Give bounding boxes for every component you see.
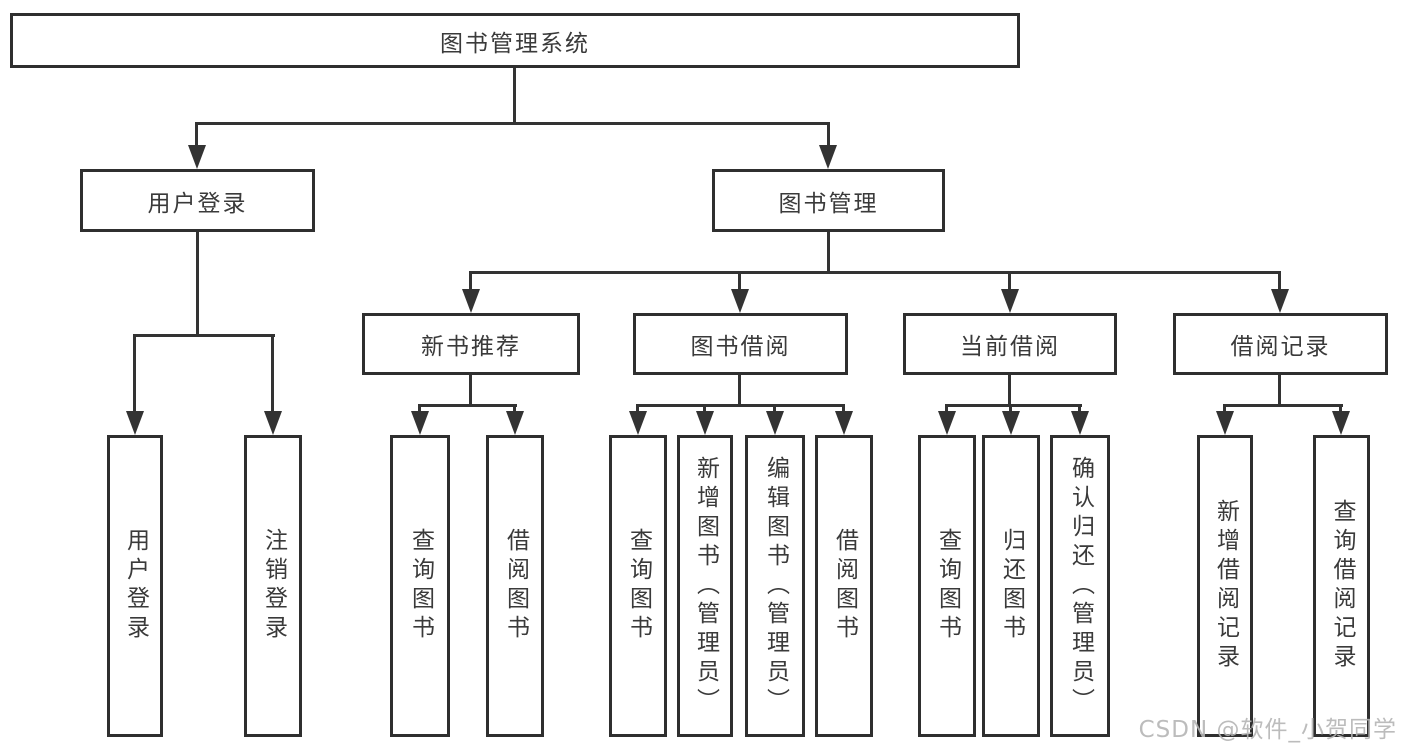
- connector-line: [133, 334, 275, 337]
- node-label: 用户登录: [147, 190, 248, 217]
- connector-line: [1339, 404, 1342, 413]
- leaf-logout-login: 注销登录: [244, 435, 302, 737]
- node-label: 查询图书: [934, 528, 961, 644]
- arrow-down-icon: [1071, 411, 1089, 435]
- connector-line: [1008, 271, 1011, 291]
- csdn-watermark: CSDN @软件_小贺同学: [1138, 717, 1397, 743]
- node-current-borrow: 当前借阅: [903, 313, 1117, 375]
- connector-line: [738, 375, 741, 406]
- arrow-down-icon: [938, 411, 956, 435]
- leaf-query-book-current: 查询图书: [918, 435, 976, 737]
- connector-line: [469, 271, 472, 291]
- node-new-book-recommend: 新书推荐: [362, 313, 580, 375]
- node-label: 查询图书: [407, 528, 434, 644]
- arrow-down-icon: [264, 411, 282, 435]
- arrow-down-icon: [188, 145, 206, 169]
- connector-line: [196, 232, 199, 336]
- leaf-borrow-book-recommend: 借阅图书: [486, 435, 544, 737]
- arrow-down-icon: [1001, 289, 1019, 313]
- node-root: 图书管理系统: [10, 13, 1020, 68]
- connector-line: [842, 404, 845, 413]
- node-label: 图书借阅: [690, 334, 791, 360]
- connector-line: [469, 375, 472, 406]
- connector-line: [1078, 404, 1081, 413]
- connector-line: [945, 404, 948, 413]
- arrow-down-icon: [1332, 411, 1350, 435]
- node-label: 归还图书: [998, 528, 1025, 644]
- connector-line: [133, 334, 136, 414]
- node-label: 注销登录: [260, 528, 287, 644]
- leaf-edit-book-admin: 编辑图书（管理员）: [745, 435, 805, 737]
- arrow-down-icon: [506, 411, 524, 435]
- node-label: 用户登录: [122, 528, 149, 644]
- connector-line: [773, 404, 776, 413]
- arrow-down-icon: [126, 411, 144, 435]
- node-label: 借阅记录: [1230, 334, 1331, 360]
- connector-line: [195, 122, 198, 148]
- connector-line: [703, 404, 706, 413]
- connector-line: [418, 404, 517, 407]
- arrow-down-icon: [1216, 411, 1234, 435]
- arrow-down-icon: [696, 411, 714, 435]
- connector-line: [469, 271, 1281, 274]
- node-label: 借阅图书: [502, 528, 529, 644]
- node-user-login: 用户登录: [80, 169, 315, 232]
- connector-line: [513, 68, 516, 124]
- connector-line: [195, 122, 830, 125]
- node-label: 图书管理: [778, 190, 879, 217]
- connector-line: [945, 404, 1082, 407]
- leaf-query-book-borrow: 查询图书: [609, 435, 667, 737]
- connector-line: [271, 334, 274, 414]
- node-book-management: 图书管理: [712, 169, 945, 232]
- arrow-down-icon: [835, 411, 853, 435]
- arrow-down-icon: [819, 145, 837, 169]
- node-label: 编辑图书（管理员）: [762, 455, 789, 717]
- node-book-borrow: 图书借阅: [633, 313, 848, 375]
- connector-line: [1223, 404, 1226, 413]
- connector-line: [738, 271, 741, 291]
- node-label: 新增借阅记录: [1212, 499, 1239, 673]
- node-label: 图书管理系统: [440, 30, 590, 57]
- arrow-down-icon: [766, 411, 784, 435]
- node-borrow-records: 借阅记录: [1173, 313, 1388, 375]
- arrow-down-icon: [462, 289, 480, 313]
- node-label: 新书推荐: [421, 334, 521, 360]
- leaf-borrow-book: 借阅图书: [815, 435, 873, 737]
- connector-line: [1278, 271, 1281, 291]
- leaf-query-borrow-record: 查询借阅记录: [1313, 435, 1370, 737]
- node-label: 借阅图书: [831, 528, 858, 644]
- node-label: 确认归还（管理员）: [1067, 455, 1094, 717]
- arrow-down-icon: [629, 411, 647, 435]
- connector-line: [1008, 375, 1011, 406]
- node-label: 查询图书: [625, 528, 652, 644]
- arrow-down-icon: [731, 289, 749, 313]
- leaf-return-book: 归还图书: [982, 435, 1040, 737]
- connector-line: [636, 404, 845, 407]
- connector-line: [827, 232, 830, 274]
- connector-line: [827, 122, 830, 148]
- connector-line: [418, 404, 421, 413]
- connector-line: [1009, 404, 1012, 413]
- leaf-query-book-recommend: 查询图书: [390, 435, 450, 737]
- arrow-down-icon: [1271, 289, 1289, 313]
- leaf-user-login: 用户登录: [107, 435, 163, 737]
- node-label: 新增图书（管理员）: [692, 455, 719, 717]
- arrow-down-icon: [411, 411, 429, 435]
- node-label: 查询借阅记录: [1329, 499, 1355, 673]
- leaf-add-book-admin: 新增图书（管理员）: [677, 435, 733, 737]
- connector-line: [513, 404, 516, 413]
- leaf-add-borrow-record: 新增借阅记录: [1197, 435, 1253, 737]
- arrow-down-icon: [1002, 411, 1020, 435]
- connector-line: [1223, 404, 1343, 407]
- connector-line: [1278, 375, 1281, 406]
- node-label: 当前借阅: [960, 334, 1060, 360]
- leaf-confirm-return-admin: 确认归还（管理员）: [1050, 435, 1110, 737]
- connector-line: [636, 404, 639, 413]
